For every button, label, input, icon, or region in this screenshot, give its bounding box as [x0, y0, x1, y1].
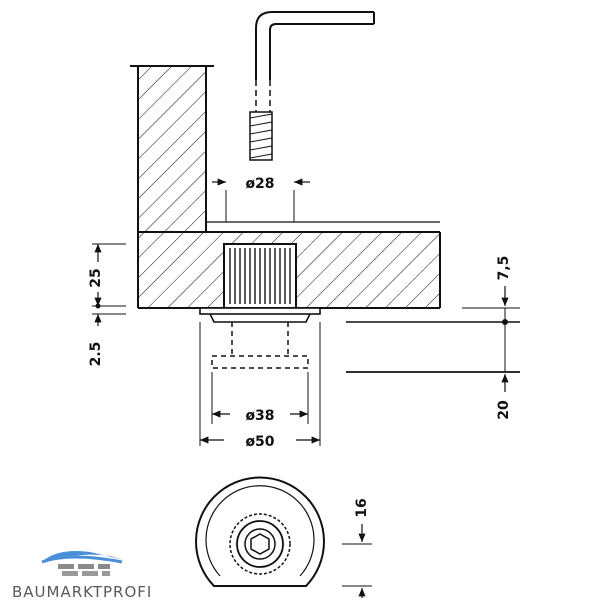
dimension-d38: ø38	[211, 372, 309, 424]
connector-housing	[199, 243, 321, 369]
allen-key	[249, 11, 375, 161]
dimension-16-label: 16	[354, 498, 370, 517]
dimension-25: 25 2.5	[88, 243, 126, 367]
dimension-d50-label: ø50	[245, 434, 274, 450]
dimension-d38-label: ø38	[245, 408, 274, 424]
wall-panel	[130, 65, 214, 232]
dimension-2-5-label: 2.5	[88, 342, 104, 367]
dimension-25-label: 25	[88, 268, 104, 287]
dimension-d28: ø28	[212, 176, 310, 222]
dimension-16: 16	[342, 498, 372, 598]
connector-bottom-view	[195, 476, 325, 587]
dimension-20-label: 20	[496, 400, 512, 420]
baumarktprofi-logo: BAUMARKTPROFI	[12, 551, 152, 600]
dimension-7-5: 7,5	[346, 256, 520, 392]
logo-text: BAUMARKTPROFI	[12, 583, 152, 600]
dimension-20: 20	[496, 400, 512, 420]
dimension-d28-label: ø28	[245, 176, 274, 192]
dimension-7-5-label: 7,5	[496, 256, 512, 281]
dimension-d50: ø50	[199, 322, 321, 450]
